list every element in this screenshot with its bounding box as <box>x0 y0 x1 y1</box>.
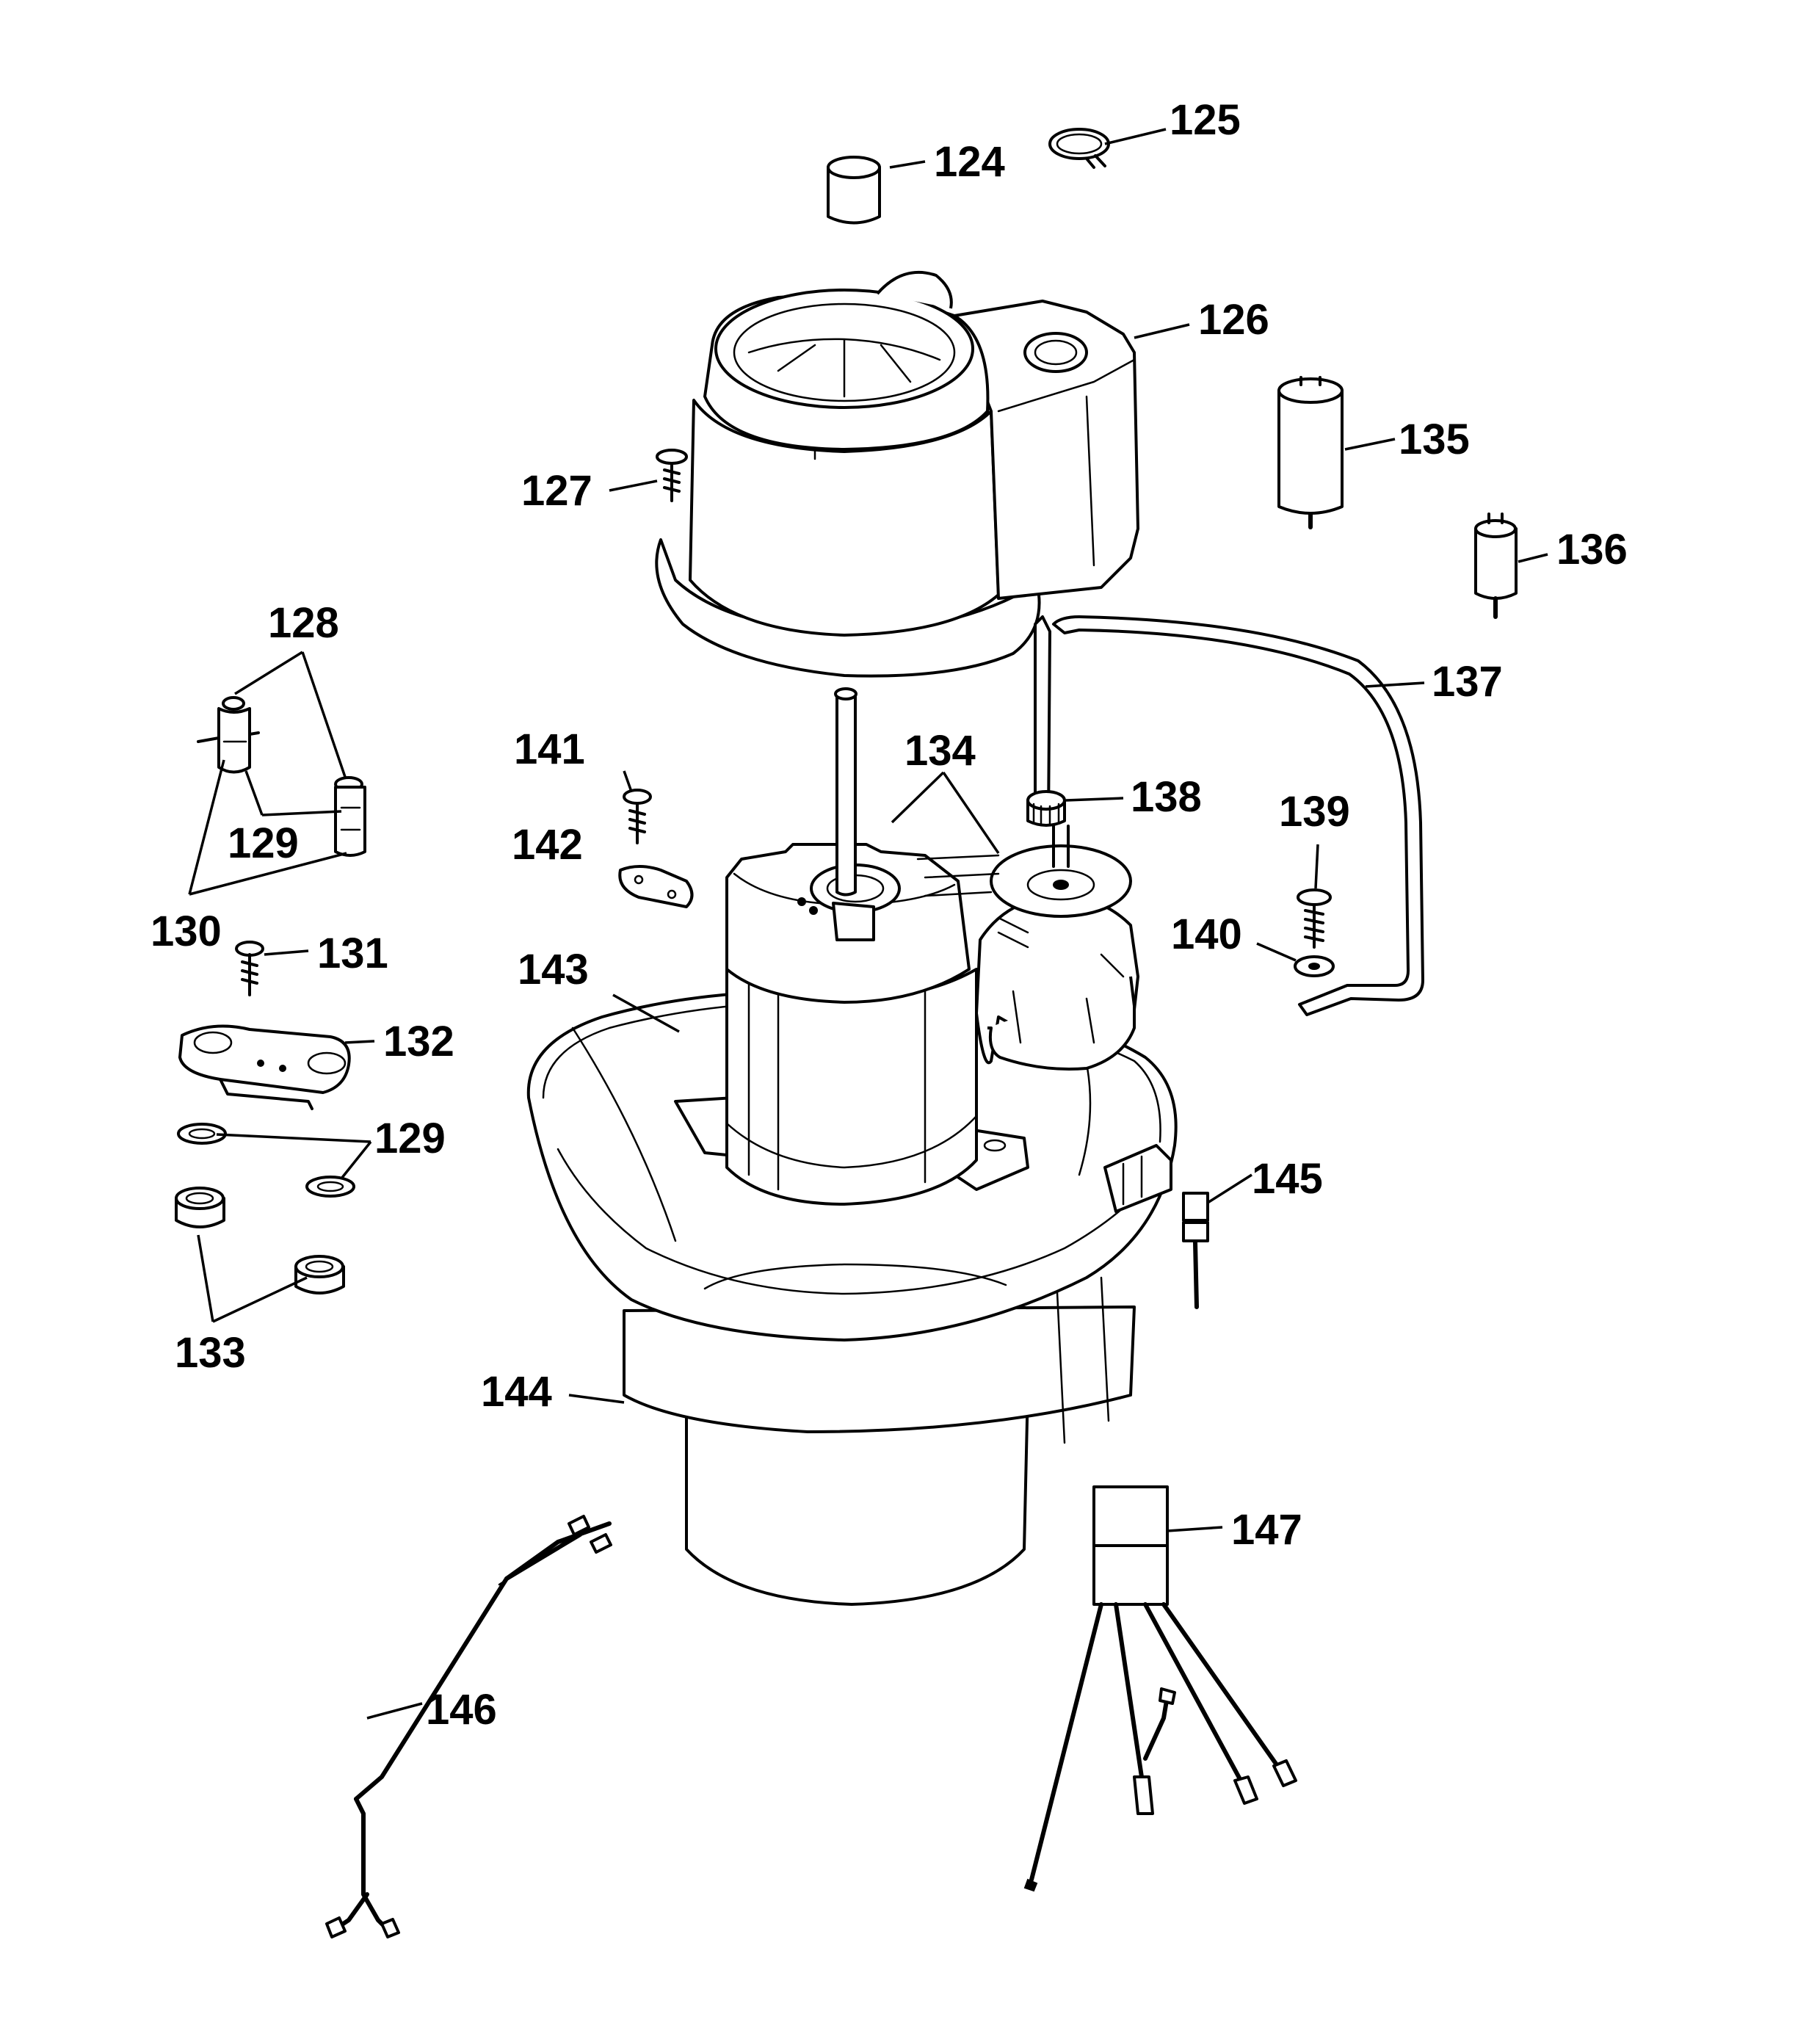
callout-135: 135 <box>1399 416 1470 463</box>
callout-141: 141 <box>514 725 585 773</box>
part-124-sleeve <box>827 156 881 225</box>
callout-124: 124 <box>934 138 1005 186</box>
part-140-washer <box>1294 955 1335 977</box>
callout-128: 128 <box>268 599 339 647</box>
callout-labels: 124 125 126 127 128 129 130 131 132 129 … <box>151 96 1628 1734</box>
callout-147: 147 <box>1231 1506 1302 1554</box>
callout-145: 145 <box>1252 1155 1323 1203</box>
part-128-switch-lower <box>334 776 366 857</box>
callout-130: 130 <box>151 908 222 955</box>
part-142-plate <box>618 865 694 908</box>
callout-142: 142 <box>512 821 583 869</box>
callout-140: 140 <box>1171 910 1242 958</box>
part-146-wire-harness <box>325 1515 612 1938</box>
callout-126: 126 <box>1198 296 1269 344</box>
part-141-screw <box>623 789 652 844</box>
callout-139: 139 <box>1279 788 1350 836</box>
callout-143: 143 <box>518 946 589 993</box>
callout-144: 144 <box>481 1368 552 1416</box>
callout-129-upper: 129 <box>228 819 299 867</box>
part-134-motor-assembly <box>674 687 1139 1206</box>
callout-131: 131 <box>317 930 388 977</box>
part-129-washers <box>177 1123 355 1198</box>
callout-132: 132 <box>383 1018 454 1065</box>
callout-129-lower: 129 <box>374 1115 446 1162</box>
callout-133: 133 <box>175 1329 246 1377</box>
part-147-junction-box <box>1023 1485 1297 1892</box>
callout-127: 127 <box>521 467 592 515</box>
part-145-terminal <box>1182 1192 1209 1309</box>
part-131-screw <box>235 941 264 996</box>
part-132-bracket <box>178 1024 351 1110</box>
part-136-capacitor-small <box>1474 513 1518 619</box>
callout-134: 134 <box>904 727 976 775</box>
part-125-retaining-ring <box>1048 128 1110 169</box>
part-128-switch-upper <box>197 696 260 774</box>
leader-lines <box>188 128 1548 1720</box>
part-126-upper-housing <box>655 270 1139 678</box>
part-138-gear <box>1026 790 1066 827</box>
part-135-capacitor <box>1277 376 1344 529</box>
callout-137: 137 <box>1432 658 1503 706</box>
callout-136: 136 <box>1556 526 1628 573</box>
part-139-screw <box>1297 888 1332 949</box>
callout-138: 138 <box>1131 773 1202 821</box>
callout-146: 146 <box>426 1686 497 1734</box>
part-127-screw <box>656 449 688 502</box>
part-133-grommets <box>175 1187 345 1294</box>
callout-125: 125 <box>1170 96 1241 144</box>
